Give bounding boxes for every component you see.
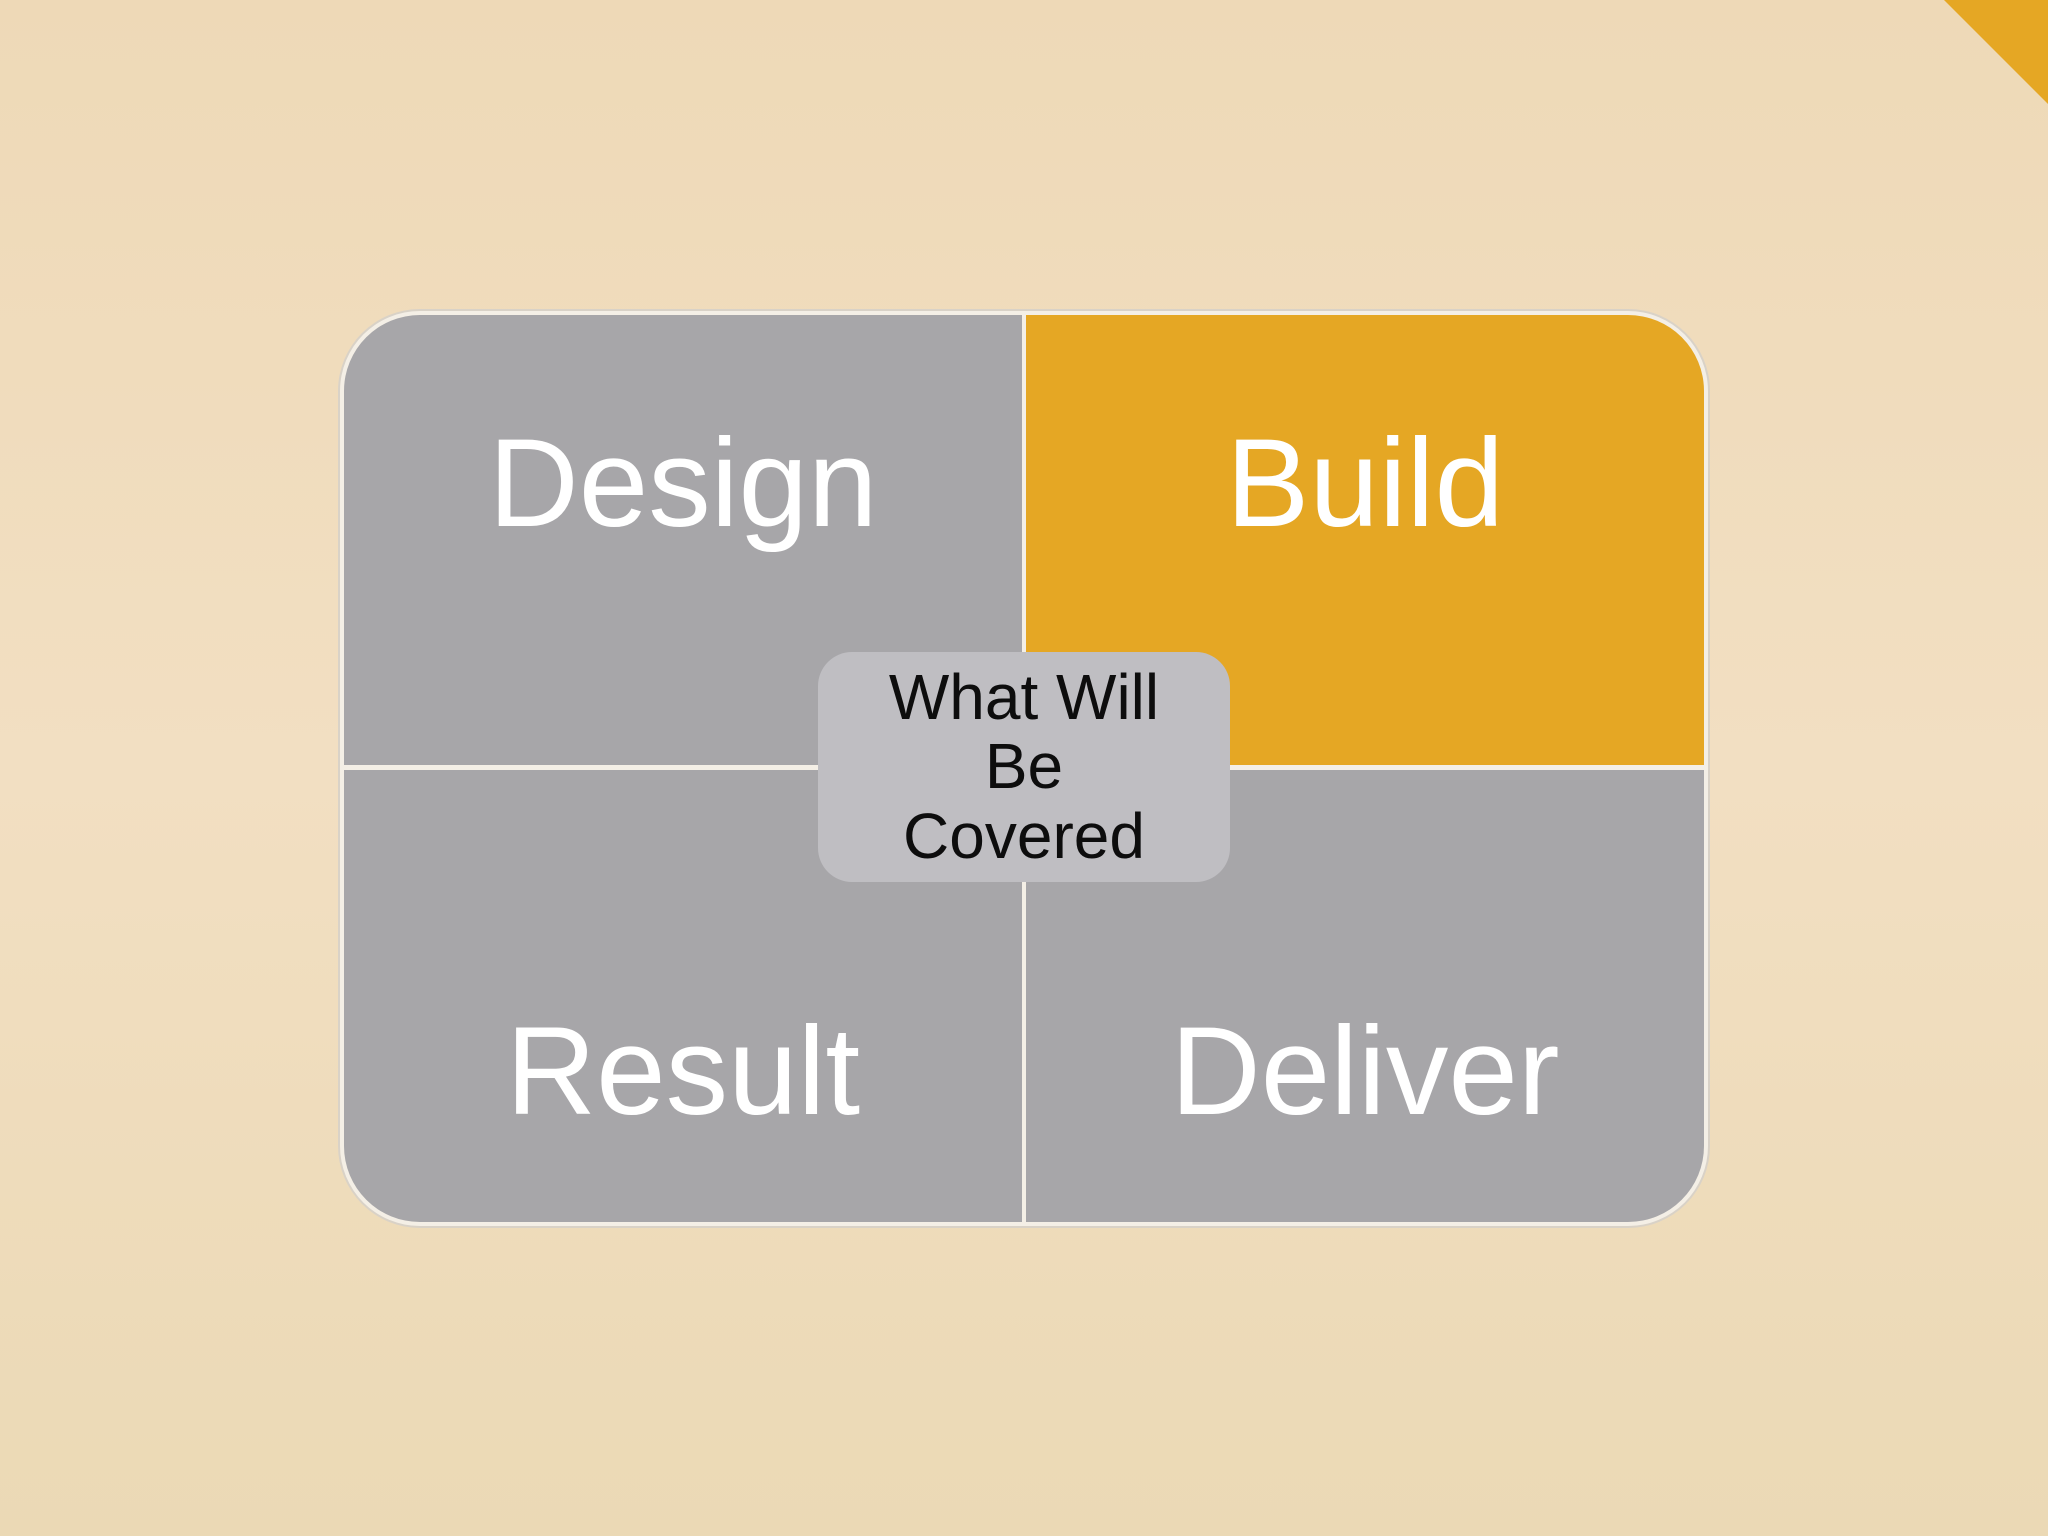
quadrant-matrix: Design Build Result Deliver	[340, 311, 1708, 1226]
quadrant-build-label: Build	[1226, 414, 1504, 553]
quadrant-result: Result	[344, 770, 1022, 1222]
corner-accent-triangle	[1944, 0, 2048, 104]
center-topic-label: What Will Be Covered	[888, 661, 1160, 872]
quadrant-design-label: Design	[488, 414, 878, 553]
quadrant-deliver-label: Deliver	[1170, 1002, 1560, 1141]
quadrant-result-label: Result	[505, 1002, 861, 1141]
center-topic-box: What Will Be Covered	[818, 652, 1230, 882]
